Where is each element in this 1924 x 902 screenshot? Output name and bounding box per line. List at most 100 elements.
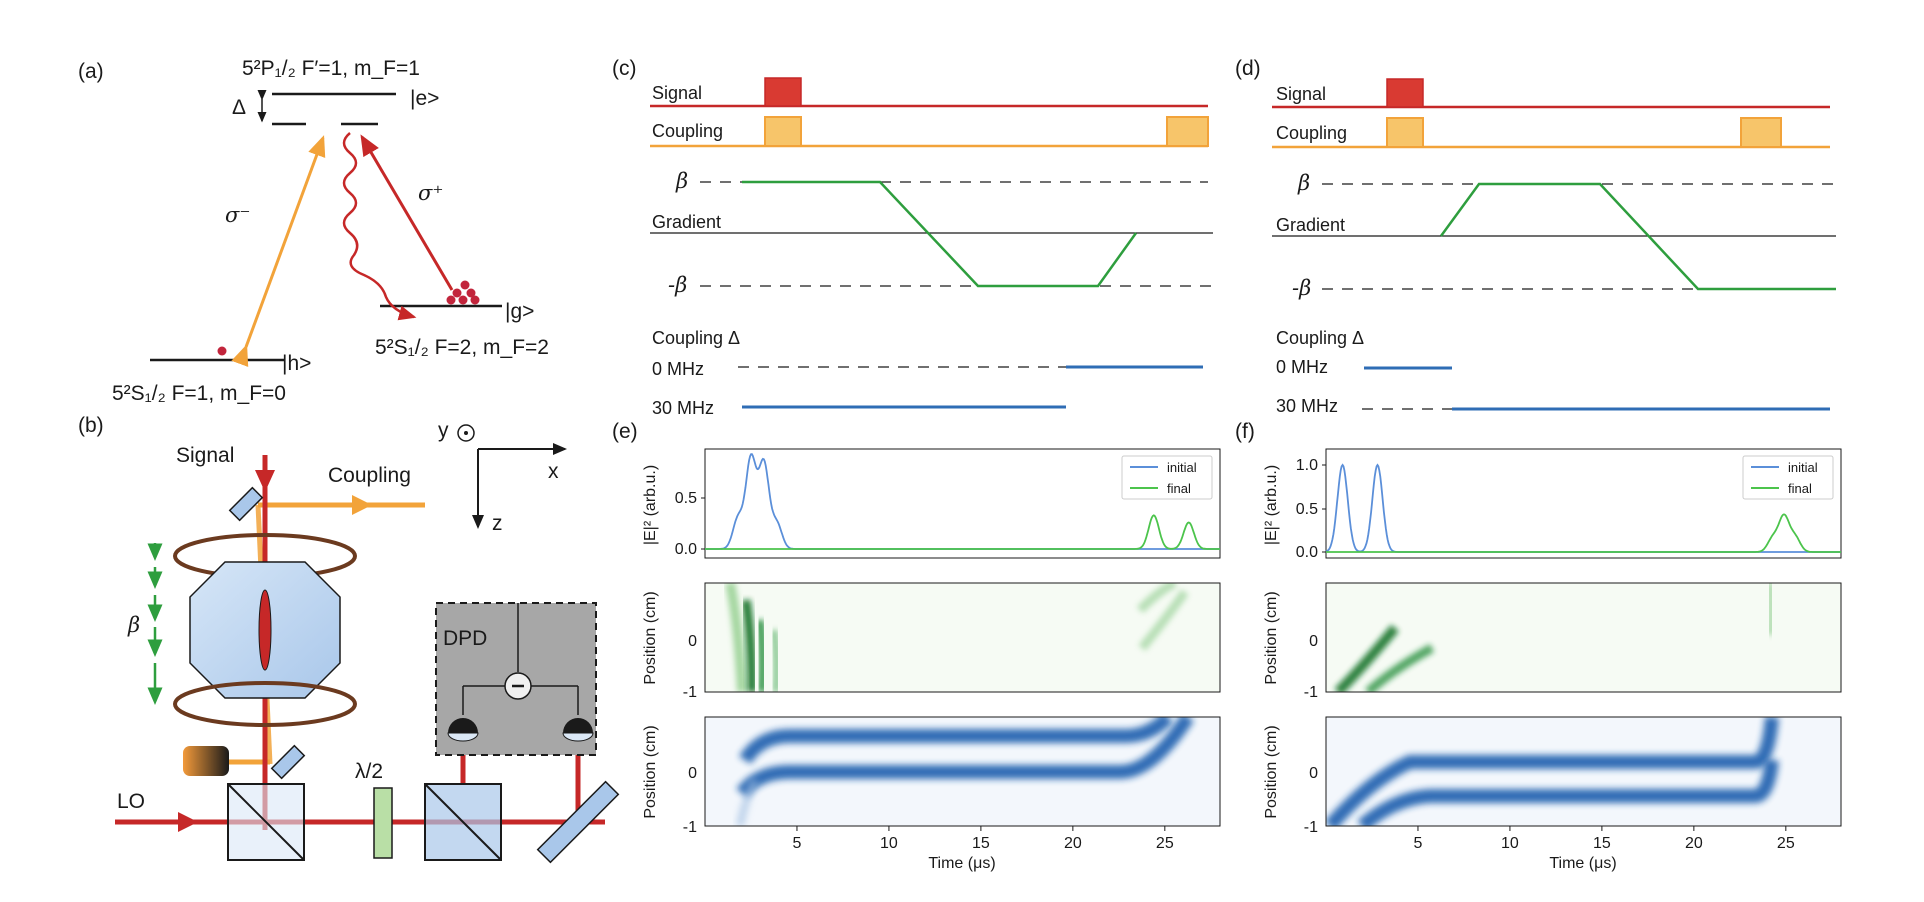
signal-pulse: [1386, 78, 1424, 108]
ytick-pos-neg1: -1: [1304, 684, 1318, 701]
laser-source: [183, 746, 229, 776]
plot-f-intensity-legend: initial final: [1742, 455, 1834, 500]
plot-f-spinwave-density: [1326, 717, 1779, 826]
photodiode-left: [448, 718, 478, 733]
legend-initial-label: initial: [1788, 460, 1818, 475]
plot-e-write-ylabel: Position (cm): [642, 591, 659, 684]
ytick-pos-neg1: -1: [1304, 819, 1318, 836]
axis-x-label: x: [548, 460, 559, 483]
plot-f-xlabel: Time (μs): [1549, 855, 1616, 872]
legend-final-label: final: [1167, 481, 1191, 496]
signal-pulse: [764, 77, 802, 107]
gradient-row-label: Gradient: [1276, 215, 1345, 235]
signal-row-label: Signal: [1276, 84, 1326, 104]
sigma-minus-label: σ⁻: [225, 203, 250, 227]
mirror-dpd: [536, 780, 620, 864]
excited-state-label: 5²P₁/₂ F′=1, m_F=1: [242, 57, 420, 80]
panel-c: (c) Signal Coupling β Gradient -β Coupli…: [612, 57, 1213, 418]
xtick-label: 5: [793, 835, 802, 852]
axis-y-label: y: [438, 419, 449, 442]
coupling-row-label: Coupling: [1276, 123, 1347, 143]
series-final-line: [1326, 513, 1841, 553]
coupling-pulse-read: [1740, 117, 1782, 148]
plot-e-write-density: [725, 583, 1189, 692]
coupling-beam-label: Coupling: [328, 464, 411, 487]
signal-beam-arrow: [255, 470, 275, 492]
delta-label: Δ: [232, 96, 246, 119]
panel-a-tag: (a): [78, 60, 104, 83]
lo-beam-arrow: [178, 812, 198, 832]
xtick-label: 5: [1414, 835, 1423, 852]
coupling-delta-label: Coupling Δ: [1276, 328, 1364, 348]
neg-beta-level-label: -β: [1292, 276, 1311, 300]
decay-wavy-arrow: [342, 132, 417, 321]
legend-final-label: final: [1788, 481, 1812, 496]
xtick-label: 25: [1777, 835, 1795, 852]
beta-level-label: β: [675, 169, 688, 193]
plot-e-spinwave-ylabel: Position (cm): [642, 725, 659, 818]
xtick-label: 15: [1593, 835, 1611, 852]
gradient-row-label: Gradient: [652, 212, 721, 232]
beta-level-label: β: [1297, 171, 1310, 195]
panel-d: (d) Signal Coupling β Gradient -β Coupli…: [1235, 57, 1836, 416]
ground-h-ket: |h>: [282, 352, 311, 375]
coupling-pulse-write: [1386, 117, 1424, 148]
mirror-top: [228, 486, 264, 522]
plot-f-heatmap-write: [1326, 583, 1841, 692]
xtick-label: 10: [880, 835, 898, 852]
ground-g-ket: |g>: [505, 300, 534, 323]
signal-row-label: Signal: [652, 83, 702, 103]
panel-b: (b) Signal Coupling y x z: [78, 414, 620, 864]
xtick-label: 25: [1156, 835, 1174, 852]
gradient-trace: [1439, 182, 1836, 291]
sigma-plus-label: σ⁺: [418, 181, 443, 205]
sigma-plus-transition: [360, 134, 454, 291]
panel-c-tag: (c): [612, 57, 637, 80]
ytick-pos-neg1: -1: [683, 819, 697, 836]
ytick-pos-0: 0: [688, 765, 697, 782]
panel-e-tag: (e): [612, 420, 638, 443]
plot-e-heatmap-write: [705, 583, 1220, 692]
plot-f-heatmap-spinwave: [1326, 717, 1841, 826]
xtick-label: 15: [972, 835, 990, 852]
dpd-label: DPD: [443, 627, 487, 650]
coupling-row-label: Coupling: [652, 121, 723, 141]
plot-e-intensity-series: [705, 453, 1220, 550]
coupling-beam-arrow: [352, 495, 372, 515]
lo-label: LO: [117, 790, 145, 813]
ytick-0: 0.0: [1296, 544, 1318, 561]
gradient-trace: [742, 180, 1138, 288]
panel-b-tag: (b): [78, 414, 104, 437]
ytick-pos-0: 0: [688, 633, 697, 650]
mirror-bottom: [270, 744, 306, 780]
panel-e: (e) initial final 0.0 0.5 |E|² (arb.u.) …: [612, 420, 1221, 872]
g-atoms: [446, 280, 480, 305]
h-atom: [217, 346, 227, 356]
plot-f-intensity-ylabel: |E|² (arb.u.): [1263, 465, 1280, 545]
photodiode-right: [563, 718, 593, 733]
sigma-minus-transition: [231, 135, 326, 368]
plot-e-xlabel: Time (μs): [928, 855, 995, 872]
axis-z-label: z: [492, 512, 503, 535]
xtick-label: 20: [1064, 835, 1082, 852]
ytick-0-5: 0.5: [675, 490, 697, 507]
ytick-pos-0: 0: [1309, 633, 1318, 650]
ytick-0-5: 0.5: [1296, 501, 1318, 518]
signal-beam-label: Signal: [176, 444, 234, 467]
thirty-mhz-label: 30 MHz: [1276, 396, 1338, 416]
ytick-pos-neg1: -1: [683, 684, 697, 701]
plot-f-write-density: [1334, 583, 1777, 692]
plot-e-intensity-legend: initial final: [1121, 455, 1213, 500]
plot-e-intensity-ylabel: |E|² (arb.u.): [642, 465, 659, 545]
panel-a: (a) 5²P₁/₂ F′=1, m_F=1 |e> Δ |h> 5²S₁/₂ …: [78, 57, 549, 405]
plot-f-intensity-series: [1325, 463, 1841, 553]
zero-mhz-label: 0 MHz: [652, 359, 704, 379]
panel-f: (f) initial final 0.0 0.5 1.0 |E|² (arb.…: [1235, 420, 1842, 872]
legend-initial-label: initial: [1167, 460, 1197, 475]
half-wave-plate: [373, 787, 393, 859]
plot-e-spinwave-density: [736, 717, 1194, 826]
zero-mhz-label: 0 MHz: [1276, 357, 1328, 377]
xtick-label: 20: [1685, 835, 1703, 852]
